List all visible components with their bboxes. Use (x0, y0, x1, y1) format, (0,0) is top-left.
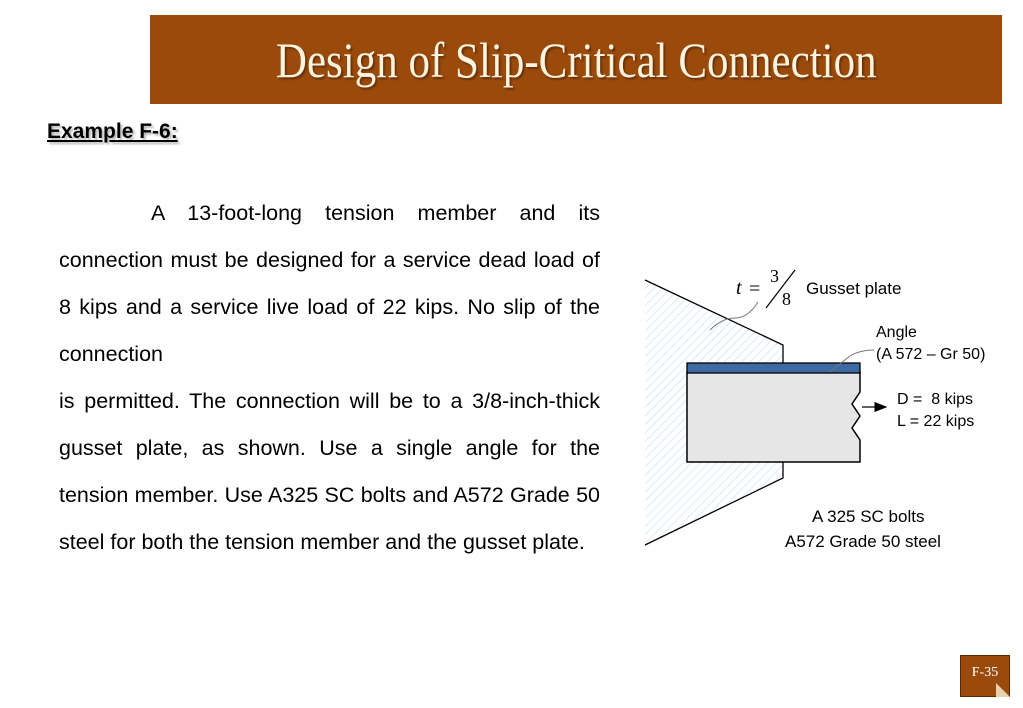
bolts-label: A 325 SC bolts (812, 507, 925, 526)
gusset-plate (645, 280, 783, 545)
t-equals: = (749, 278, 761, 300)
angle-grade-label: (A 572 – Gr 50) (876, 346, 986, 363)
angle-flange (686, 362, 861, 374)
gusset-plate-label: Gusset plate (806, 279, 902, 298)
t-numerator: 3 (770, 266, 779, 286)
page-number: F-35 (971, 665, 999, 680)
steel-label: A572 Grade 50 steel (785, 532, 941, 551)
problem-paragraph-2: is permitted. The connection will be to … (59, 389, 600, 554)
angle-member (686, 371, 861, 463)
example-label: Example F-6: (47, 120, 178, 143)
page-number-badge: F-35 (960, 655, 1010, 697)
slide-title: Design of Slip-Critical Connection (275, 31, 877, 88)
t-denominator: 8 (782, 289, 791, 309)
angle-label: Angle (876, 324, 917, 341)
angle-leader-line (829, 349, 875, 373)
t-leader-line (709, 301, 759, 331)
title-bar: Design of Slip-Critical Connection (150, 15, 1002, 104)
dead-load-label: D = 8 kips (897, 391, 974, 408)
problem-statement: A 13-foot-long tension member and its co… (59, 190, 600, 566)
page-corner-fold (996, 683, 1010, 697)
t-symbol: t (736, 277, 742, 299)
problem-paragraph-1: A 13-foot-long tension member and its co… (59, 201, 600, 366)
gusset-plate-edge (644, 279, 784, 546)
live-load-label: L = 22 kips (897, 413, 975, 430)
